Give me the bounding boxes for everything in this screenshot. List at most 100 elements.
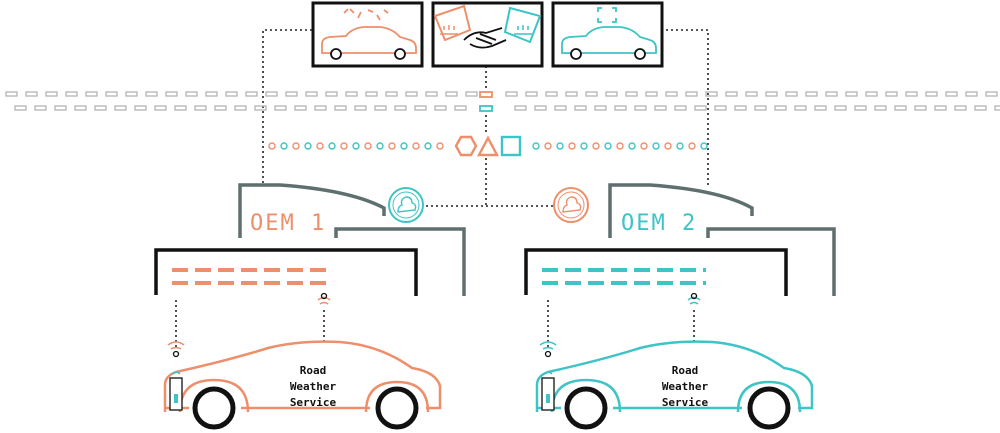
panel-data-source	[311, 1, 424, 68]
data-stream-band	[5, 91, 1000, 112]
data-packet	[405, 91, 418, 97]
data-packet	[5, 91, 18, 97]
data-packet	[634, 105, 647, 111]
data-dot	[688, 142, 696, 150]
data-packet	[754, 105, 767, 111]
oem-2-data-stream	[542, 268, 706, 285]
oem-2-service-line-1: Road	[672, 364, 699, 377]
data-packet	[354, 105, 367, 111]
data-packet	[294, 105, 307, 111]
triangle-icon	[477, 135, 499, 157]
data-packet	[425, 91, 438, 97]
data-packet	[505, 91, 518, 97]
data-dot	[568, 142, 576, 150]
data-dot	[340, 142, 348, 150]
data-dot	[676, 142, 684, 150]
car-with-target-icon	[561, 7, 657, 60]
data-packet	[745, 91, 758, 97]
data-packet	[614, 105, 627, 111]
data-dot	[640, 142, 648, 150]
data-dot	[652, 142, 660, 150]
data-packet	[674, 105, 687, 111]
data-packet	[265, 91, 278, 97]
data-packet	[414, 105, 427, 111]
data-packet	[479, 105, 493, 112]
data-dot	[592, 142, 600, 150]
data-dot	[664, 142, 672, 150]
data-packet	[845, 91, 858, 97]
data-packet	[925, 91, 938, 97]
oem-1-service-line-1: Road	[300, 364, 327, 377]
data-dot	[700, 142, 708, 150]
data-packet	[305, 91, 318, 97]
data-dot	[304, 142, 312, 150]
data-packet	[554, 105, 567, 111]
data-packet	[385, 91, 398, 97]
data-packet	[254, 105, 267, 111]
data-dot	[532, 142, 540, 150]
data-packet	[645, 91, 658, 97]
data-dot	[544, 142, 552, 150]
data-packet	[765, 91, 778, 97]
data-packet	[805, 91, 818, 97]
data-dot	[328, 142, 336, 150]
data-packet	[985, 91, 998, 97]
oem-2-group: OEM 2 Road Weather Service	[524, 183, 836, 430]
data-packet	[194, 105, 207, 111]
hexagon-icon	[454, 135, 478, 157]
oem-1-group: OEM 1 Road Weather Service	[154, 183, 466, 430]
data-packet	[145, 91, 158, 97]
data-packet	[34, 105, 47, 111]
data-packet	[714, 105, 727, 111]
data-packet	[934, 105, 947, 111]
data-dot	[376, 142, 384, 150]
data-packet	[274, 105, 287, 111]
oem-1-data-stream	[172, 268, 330, 285]
data-packet	[774, 105, 787, 111]
data-packet	[525, 91, 538, 97]
data-packet	[594, 105, 607, 111]
panel-data-consumer	[551, 1, 664, 68]
data-dot	[268, 142, 276, 150]
data-packet	[905, 91, 918, 97]
data-packet	[345, 91, 358, 97]
data-packet	[185, 91, 198, 97]
data-packet	[94, 105, 107, 111]
data-packet	[394, 105, 407, 111]
oem-2-service-line-2: Weather	[662, 380, 709, 393]
data-packet	[445, 91, 458, 97]
data-packet	[534, 105, 547, 111]
dotted-connectors	[175, 29, 709, 348]
cloud-service-icon	[553, 187, 589, 223]
data-packet	[605, 91, 618, 97]
data-packet	[734, 105, 747, 111]
data-dot	[556, 142, 564, 150]
data-packet	[245, 91, 258, 97]
data-packet	[994, 105, 1000, 111]
cloud-service-icon	[388, 187, 424, 223]
data-packet	[134, 105, 147, 111]
oem-1-service-line-2: Weather	[290, 380, 337, 393]
data-packet	[865, 91, 878, 97]
oem-2-label: OEM 2	[621, 211, 697, 236]
data-dot	[628, 142, 636, 150]
data-dot	[280, 142, 288, 150]
data-packet	[205, 91, 218, 97]
data-packet	[434, 105, 447, 111]
handshake-icon	[433, 4, 542, 49]
data-packet	[725, 91, 738, 97]
data-packet	[114, 105, 127, 111]
data-dot	[580, 142, 588, 150]
data-packet	[945, 91, 958, 97]
data-dot	[604, 142, 612, 150]
panel-data-agreement	[431, 1, 544, 68]
data-packet	[314, 105, 327, 111]
data-packet	[894, 105, 907, 111]
data-packet	[814, 105, 827, 111]
data-packet	[234, 105, 247, 111]
data-packet	[214, 105, 227, 111]
data-packet	[825, 91, 838, 97]
data-packet	[334, 105, 347, 111]
data-packet	[25, 91, 38, 97]
data-packet	[885, 91, 898, 97]
